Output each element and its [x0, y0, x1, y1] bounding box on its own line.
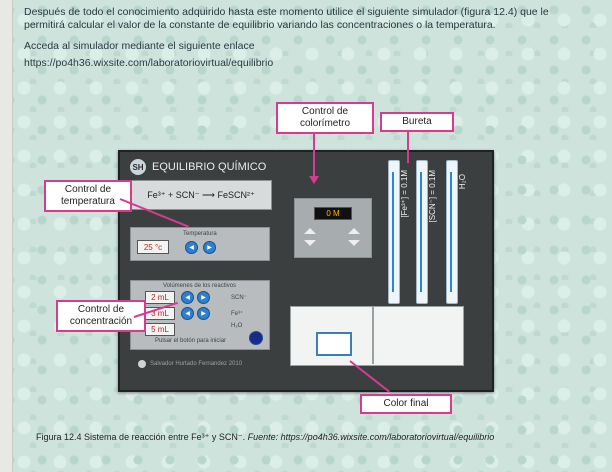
page-margin-strip — [0, 0, 13, 472]
callout-concentracion: Control de concentración — [56, 300, 146, 332]
author-icon — [138, 360, 146, 368]
vessel-divider — [372, 306, 374, 364]
final-color-swatch — [316, 332, 352, 356]
colorimeter-up-right-icon[interactable] — [348, 228, 360, 234]
temperature-control: Temperatura 25 °c ◀ ▶ — [130, 227, 270, 261]
volume-water: 5 mL — [145, 323, 175, 336]
bureta-scn-label: [SCN⁻] = 0.1M — [428, 170, 437, 223]
volume-fe-decrease-button[interactable]: ◀ — [181, 307, 194, 320]
colorimeter-down-right-icon[interactable] — [348, 240, 360, 246]
volume-scn: 2 mL — [145, 291, 175, 304]
reaction-vessel — [290, 306, 464, 366]
start-instruction: Pulsar el botón para iniciar — [155, 338, 227, 344]
intro-paragraph: Después de todo el conocimiento adquirid… — [24, 6, 549, 31]
temperature-label: Temperatura — [183, 231, 217, 237]
volumes-label: Volúmenes de los reactivos — [163, 283, 237, 289]
volume-scn-decrease-button[interactable]: ◀ — [181, 291, 194, 304]
simulator-url[interactable]: https://po4h36.wixsite.com/laboratoriovi… — [24, 57, 274, 69]
simulator-title: EQUILIBRIO QUÍMICO — [152, 161, 267, 173]
figure-caption: Figura 12.4 Sistema de reacción entre Fe… — [36, 432, 596, 443]
bureta-water-label: H₂O — [458, 174, 467, 190]
volume-scn-increase-button[interactable]: ▶ — [197, 291, 210, 304]
callout-temperatura: Control de temperatura — [44, 180, 132, 212]
callout-bureta-line — [407, 131, 409, 163]
temperature-value: 25 °c — [137, 240, 169, 254]
access-instruction: Acceda al simulador mediante el siguient… — [24, 40, 255, 52]
start-button[interactable] — [249, 331, 263, 345]
colorimeter-up-left-icon[interactable] — [304, 228, 316, 234]
simulator-logo: SH — [130, 159, 146, 175]
bureta-scn-level — [420, 172, 422, 292]
caption-label: Figura 12.4 — [36, 432, 82, 442]
concentration-control: Volúmenes de los reactivos 2 mL ◀ ▶ SCN⁻… — [130, 280, 270, 350]
bureta-water — [446, 160, 458, 304]
callout-colorimetro-arrow-icon — [309, 176, 319, 184]
intro-text: Después de todo el conocimiento adquirid… — [24, 6, 584, 70]
caption-source-url[interactable]: https://po4h36.wixsite.com/laboratoriovi… — [280, 432, 495, 442]
reagent-water-label: H₂O — [231, 323, 243, 329]
reagent-scn-label: SCN⁻ — [231, 295, 247, 301]
bureta-fe-level — [392, 172, 394, 292]
reagent-fe-label: Fe³⁺ — [231, 311, 244, 317]
callout-color-final: Color final — [360, 394, 452, 414]
reaction-equation: Fe³⁺ + SCN⁻ ⟶ FeSCN²⁺ — [130, 180, 272, 210]
callout-colorimetro: Control de colorímetro — [276, 102, 374, 134]
callout-bureta: Bureta — [380, 112, 454, 132]
bureta-water-level — [450, 172, 452, 292]
simulator-footer: Salvador Hurtado Fernandez 2010 — [138, 358, 268, 370]
temperature-increase-button[interactable]: ▶ — [203, 241, 216, 254]
bureta-fe-label: [Fe³⁺] = 0.1M — [400, 170, 409, 218]
author-credit: Salvador Hurtado Fernandez 2010 — [150, 361, 243, 367]
bureta-scn — [416, 160, 428, 304]
callout-colorimetro-line — [313, 133, 315, 177]
caption-source-label: Fuente: — [247, 432, 279, 442]
temperature-decrease-button[interactable]: ◀ — [185, 241, 198, 254]
caption-text: Sistema de reacción entre Fe³⁺ y SCN⁻. — [84, 432, 246, 442]
volume-fe-increase-button[interactable]: ▶ — [197, 307, 210, 320]
simulator-header: SH EQUILIBRIO QUÍMICO — [130, 158, 266, 176]
colorimeter-readout: 0 M — [314, 207, 352, 220]
simulator-panel: SH EQUILIBRIO QUÍMICO Fe³⁺ + SCN⁻ ⟶ FeSC… — [118, 150, 494, 392]
bureta-fe — [388, 160, 400, 304]
colorimeter-down-left-icon[interactable] — [304, 240, 316, 246]
